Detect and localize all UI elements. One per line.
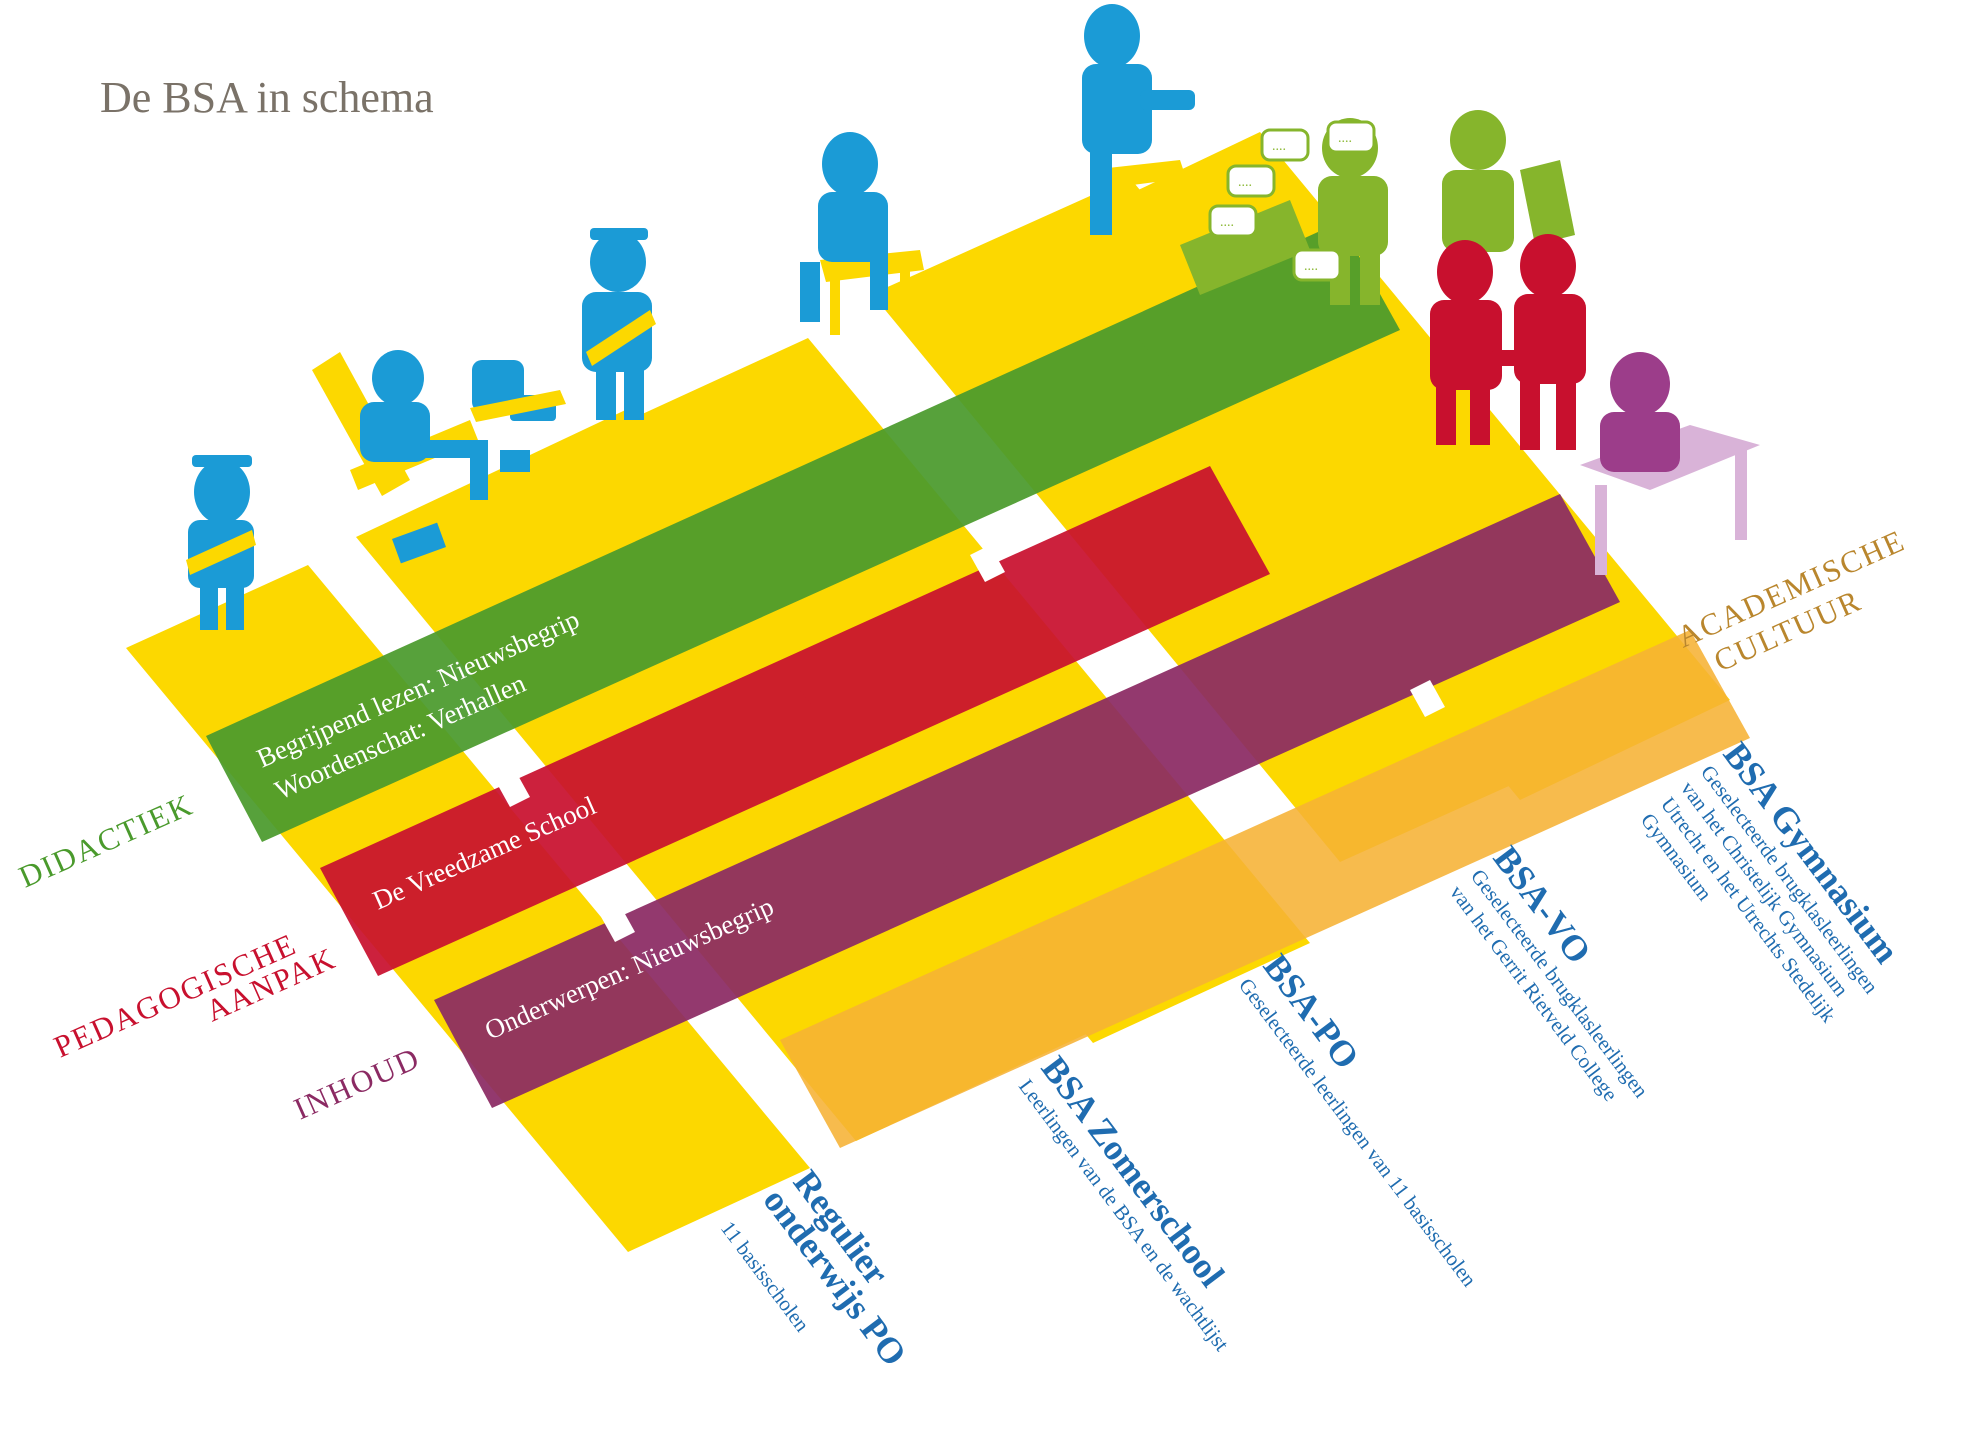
figures: .... .... .... .... ....	[186, 4, 1760, 630]
figure-child-cap	[186, 455, 256, 630]
band-academische	[780, 630, 1750, 1148]
column-title-zomerschool: BSA Zomerschool	[1034, 1049, 1233, 1294]
label-didactiek: DIDACTIEK	[14, 786, 199, 894]
column-sub-bsa-po: Geselecteerde leerlingen van 11 basissch…	[1234, 974, 1482, 1292]
gap-1	[495, 770, 530, 807]
band-inhoud	[434, 494, 1620, 1108]
speech-bubble-2-text: ....	[1272, 139, 1286, 154]
figure-green-group	[1180, 110, 1575, 305]
speech-bubble-1-text: ....	[1238, 175, 1252, 190]
figure-child-sash	[582, 228, 656, 420]
speech-bubble-1	[1226, 164, 1276, 198]
speech-bubbles: .... .... .... .... ....	[1208, 120, 1376, 282]
band-pedagogische	[320, 466, 1270, 976]
gap-2	[970, 545, 1005, 582]
speech-bubble-5	[1208, 204, 1258, 238]
figure-child-deckchair	[312, 350, 566, 564]
figure-adult-blue	[1082, 4, 1195, 245]
speech-bubble-4-text: ....	[1304, 259, 1318, 274]
page-title: De BSA in schema	[100, 73, 434, 122]
figure-purple-desk	[1580, 352, 1760, 575]
figure-child-chair	[800, 132, 924, 335]
speech-bubble-3-text: ....	[1338, 131, 1352, 146]
gap-4	[1410, 680, 1445, 717]
column-sub-zomerschool: Leerlingen van de BSA en de wachtlijst	[1014, 1075, 1234, 1356]
gap-3	[600, 905, 635, 942]
label-inhoud: INHOUD	[289, 1040, 426, 1127]
speech-bubble-4	[1292, 248, 1342, 282]
speech-bubble-5-text: ....	[1220, 215, 1234, 230]
figure-red-pair	[1430, 234, 1586, 450]
speech-bubble-2	[1260, 128, 1310, 162]
speech-bubble-3	[1326, 120, 1376, 154]
bands	[206, 222, 1750, 1148]
band-gaps	[495, 545, 1445, 942]
band-didactiek	[206, 222, 1400, 842]
